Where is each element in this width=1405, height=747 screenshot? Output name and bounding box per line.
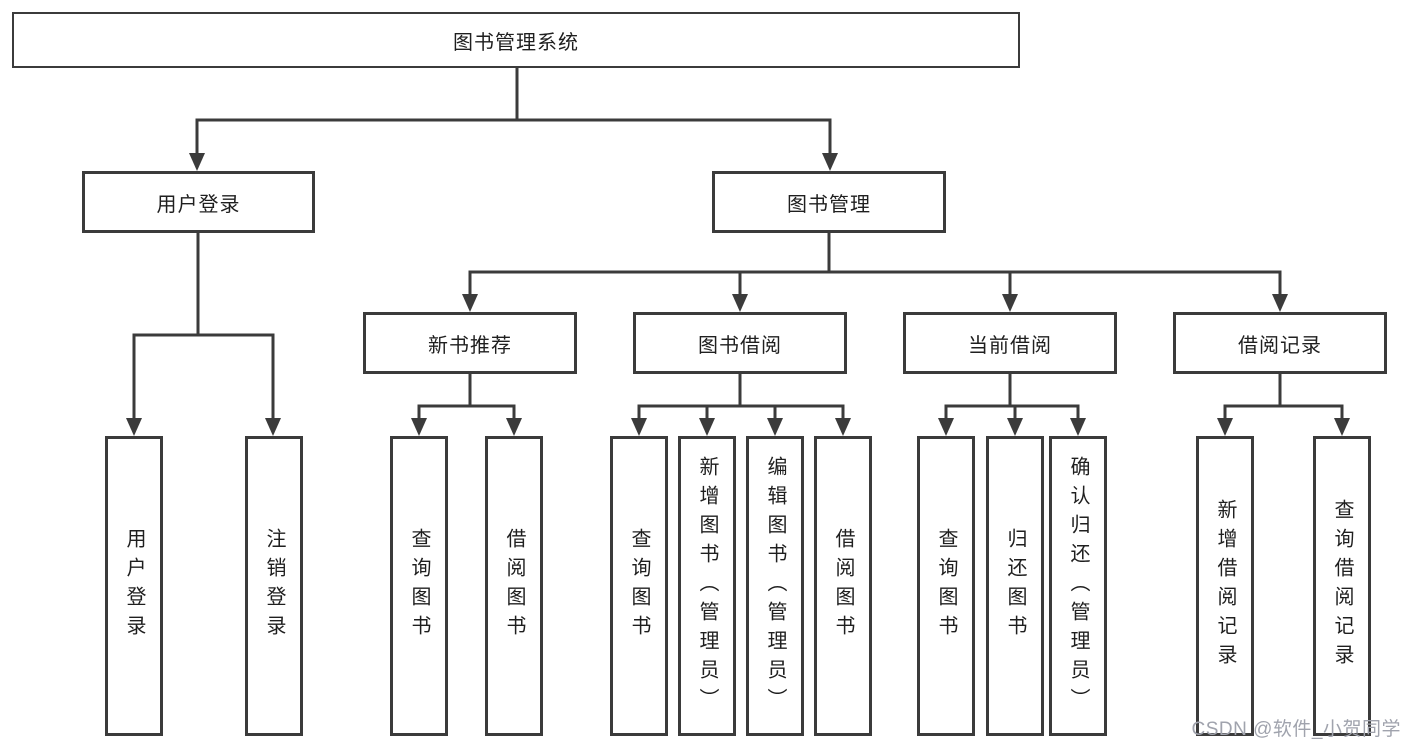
- node-borrow-records: 借阅记录: [1173, 312, 1387, 374]
- node-book-borrow: 图书借阅: [633, 312, 847, 374]
- leaf-borrow-books-2: 借阅图书: [814, 436, 872, 736]
- node-library-system-label: 图书管理系统: [453, 31, 579, 54]
- leaf-logout: 注销登录: [245, 436, 303, 736]
- leaf-user-login: 用户登录: [105, 436, 163, 736]
- node-current-borrow-label: 当前借阅: [968, 334, 1052, 357]
- node-current-borrow: 当前借阅: [903, 312, 1117, 374]
- leaf-query-books-3-label: 查询图书: [935, 528, 957, 644]
- leaf-user-login-label: 用户登录: [123, 528, 145, 644]
- leaf-add-borrow-record: 新增借阅记录: [1196, 436, 1254, 736]
- leaf-confirm-return-admin-label: 确认归还（管理员）: [1067, 455, 1089, 717]
- leaf-logout-label: 注销登录: [263, 528, 285, 644]
- node-new-book-recommend: 新书推荐: [363, 312, 577, 374]
- leaf-return-books-label: 归还图书: [1004, 528, 1026, 644]
- node-library-system: 图书管理系统: [12, 12, 1020, 68]
- leaf-borrow-books-2-label: 借阅图书: [832, 528, 854, 644]
- leaf-return-books: 归还图书: [986, 436, 1044, 736]
- leaf-query-books-3: 查询图书: [917, 436, 975, 736]
- leaf-query-books-1: 查询图书: [390, 436, 448, 736]
- node-book-borrow-label: 图书借阅: [698, 334, 782, 357]
- leaf-add-borrow-record-label: 新增借阅记录: [1214, 499, 1236, 673]
- leaf-query-books-2-label: 查询图书: [628, 528, 650, 644]
- watermark: CSDN @软件_小贺同学: [1191, 719, 1401, 740]
- leaf-add-book-admin-label: 新增图书（管理员）: [696, 455, 718, 717]
- leaf-confirm-return-admin: 确认归还（管理员）: [1049, 436, 1107, 736]
- node-new-book-recommend-label: 新书推荐: [428, 334, 512, 357]
- leaf-edit-book-admin-label: 编辑图书（管理员）: [764, 455, 786, 717]
- leaf-borrow-books-1: 借阅图书: [485, 436, 543, 736]
- leaf-edit-book-admin: 编辑图书（管理员）: [746, 436, 804, 736]
- node-book-management-label: 图书管理: [787, 193, 871, 216]
- node-book-management: 图书管理: [712, 171, 946, 233]
- node-user-login: 用户登录: [82, 171, 315, 233]
- node-borrow-records-label: 借阅记录: [1238, 334, 1322, 357]
- node-user-login-label: 用户登录: [156, 193, 241, 216]
- leaf-query-books-1-label: 查询图书: [408, 528, 430, 644]
- leaf-query-books-2: 查询图书: [610, 436, 668, 736]
- leaf-add-book-admin: 新增图书（管理员）: [678, 436, 736, 736]
- leaf-query-borrow-record-label: 查询借阅记录: [1331, 499, 1353, 673]
- leaf-query-borrow-record: 查询借阅记录: [1313, 436, 1371, 736]
- leaf-borrow-books-1-label: 借阅图书: [503, 528, 525, 644]
